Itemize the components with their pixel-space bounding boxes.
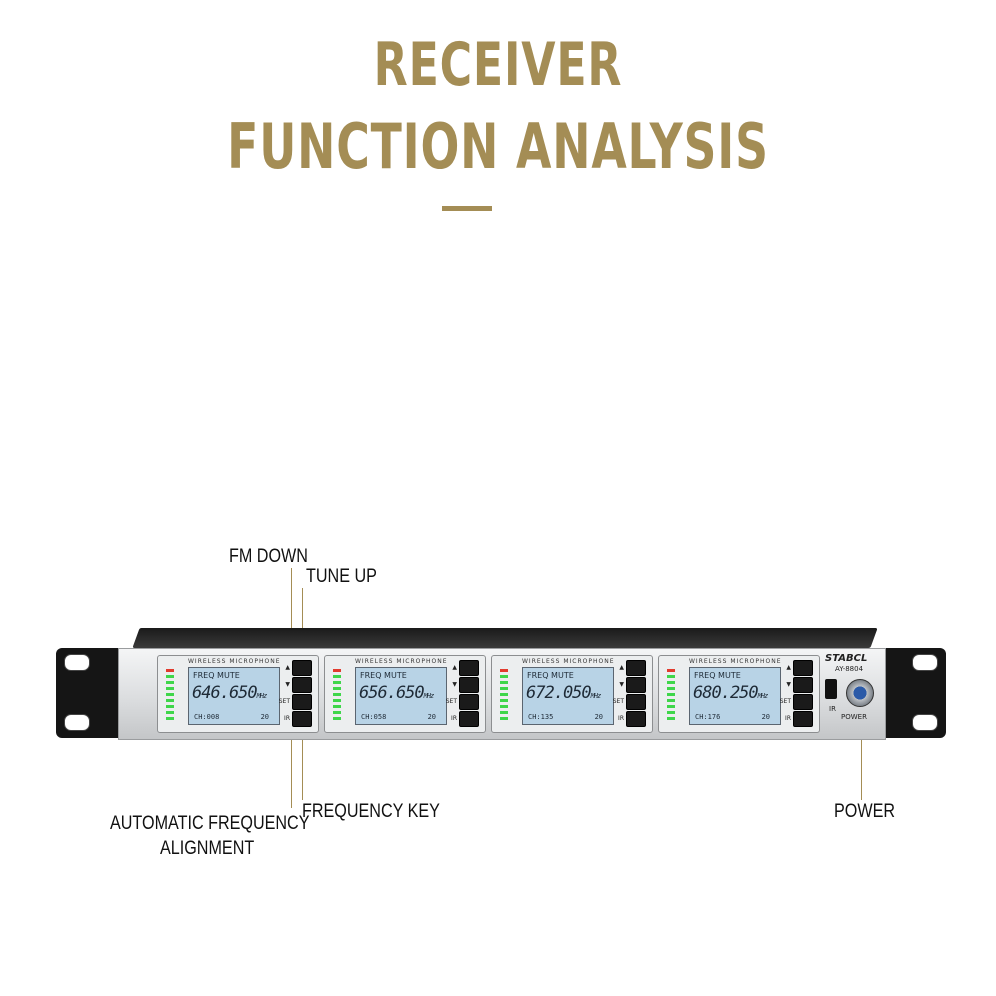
- lcd-status: FREQ MUTE: [360, 671, 407, 680]
- lcd-channel: CH:176: [695, 713, 721, 721]
- up-label: ▲: [619, 664, 624, 671]
- leader-frequency-key: [302, 722, 303, 800]
- lcd-status: FREQ MUTE: [694, 671, 741, 680]
- lcd-value: 20: [427, 713, 436, 721]
- lcd-display: FREQ MUTE 680.250MHz CH:176 20: [689, 667, 781, 725]
- brand-logo: STABCL: [825, 653, 868, 664]
- lcd-frequency: 680.250MHz: [693, 683, 768, 703]
- leader-auto-frequency: [291, 715, 292, 808]
- lcd-status: FREQ MUTE: [527, 671, 574, 680]
- top-cover: [132, 628, 878, 648]
- up-label: ▲: [786, 664, 791, 671]
- up-button[interactable]: [793, 660, 813, 676]
- receiver-unit: WIRELESS MICROPHONE FREQ MUTE 646.650MHz…: [56, 628, 946, 740]
- channel-header: WIRELESS MICROPHONE: [522, 658, 615, 665]
- signal-meter: [166, 669, 174, 721]
- lcd-display: FREQ MUTE 656.650MHz CH:058 20: [355, 667, 447, 725]
- callout-power: POWER: [834, 801, 896, 822]
- set-label: SET: [779, 698, 791, 705]
- mount-slot: [64, 714, 90, 731]
- up-label: ▲: [452, 664, 457, 671]
- ir-label: IR: [785, 715, 791, 722]
- lcd-frequency: 646.650MHz: [192, 683, 267, 703]
- ir-button[interactable]: [459, 711, 479, 727]
- signal-meter: [667, 669, 675, 721]
- ir-button[interactable]: [793, 711, 813, 727]
- callout-fm-down: FM DOWN: [229, 546, 308, 567]
- set-label: SET: [612, 698, 624, 705]
- lcd-channel: CH:008: [194, 713, 220, 721]
- down-button[interactable]: [459, 677, 479, 693]
- ir-label: IR: [284, 715, 290, 722]
- rack-ear-left: [56, 648, 126, 738]
- signal-meter: [500, 669, 508, 721]
- callout-tune-up: TUNE UP: [306, 566, 377, 587]
- down-button[interactable]: [626, 677, 646, 693]
- set-label: SET: [445, 698, 457, 705]
- ir-sensor-label: IR: [829, 705, 836, 713]
- set-label: SET: [278, 698, 290, 705]
- up-label: ▲: [285, 664, 290, 671]
- up-button[interactable]: [292, 660, 312, 676]
- set-button[interactable]: [292, 694, 312, 710]
- ir-label: IR: [618, 715, 624, 722]
- callout-auto-frequency-line1: AUTOMATIC FREQUENCY: [110, 813, 310, 834]
- set-button[interactable]: [626, 694, 646, 710]
- up-button[interactable]: [626, 660, 646, 676]
- rack-ear-right: [876, 648, 946, 738]
- ir-label: IR: [451, 715, 457, 722]
- signal-meter: [333, 669, 341, 721]
- lcd-value: 20: [594, 713, 603, 721]
- title-underline: [442, 206, 492, 211]
- power-button[interactable]: [846, 679, 874, 707]
- down-label: ▼: [786, 681, 791, 688]
- mount-slot: [912, 654, 938, 671]
- lcd-frequency: 672.050MHz: [526, 683, 601, 703]
- channel-1: WIRELESS MICROPHONE FREQ MUTE 646.650MHz…: [157, 655, 319, 733]
- leader-tune-up: [302, 588, 303, 658]
- title-line-2: FUNCTION ANALYSIS: [227, 110, 769, 183]
- down-button[interactable]: [793, 677, 813, 693]
- lcd-display: FREQ MUTE 646.650MHz CH:008 20: [188, 667, 280, 725]
- channel-3: WIRELESS MICROPHONE FREQ MUTE 672.050MHz…: [491, 655, 653, 733]
- channel-header: WIRELESS MICROPHONE: [689, 658, 782, 665]
- mount-slot: [64, 654, 90, 671]
- channel-2: WIRELESS MICROPHONE FREQ MUTE 656.650MHz…: [324, 655, 486, 733]
- channel-4: WIRELESS MICROPHONE FREQ MUTE 680.250MHz…: [658, 655, 820, 733]
- down-label: ▼: [452, 681, 457, 688]
- channel-header: WIRELESS MICROPHONE: [355, 658, 448, 665]
- ir-button[interactable]: [626, 711, 646, 727]
- lcd-value: 20: [761, 713, 770, 721]
- lcd-value: 20: [260, 713, 269, 721]
- lcd-channel: CH:058: [361, 713, 387, 721]
- front-panel: WIRELESS MICROPHONE FREQ MUTE 646.650MHz…: [118, 648, 886, 740]
- set-button[interactable]: [459, 694, 479, 710]
- up-button[interactable]: [459, 660, 479, 676]
- down-label: ▼: [285, 681, 290, 688]
- channel-header: WIRELESS MICROPHONE: [188, 658, 281, 665]
- lcd-display: FREQ MUTE 672.050MHz CH:135 20: [522, 667, 614, 725]
- ir-sensor: [825, 679, 837, 699]
- leader-power: [861, 722, 862, 800]
- mount-slot: [912, 714, 938, 731]
- down-button[interactable]: [292, 677, 312, 693]
- lcd-channel: CH:135: [528, 713, 554, 721]
- callout-frequency-key: FREQUENCY KEY: [302, 801, 440, 822]
- set-button[interactable]: [793, 694, 813, 710]
- lcd-status: FREQ MUTE: [193, 671, 240, 680]
- down-label: ▼: [619, 681, 624, 688]
- leader-fm-down: [291, 568, 292, 670]
- lcd-frequency: 656.650MHz: [359, 683, 434, 703]
- title-line-1: RECEIVER: [373, 30, 623, 100]
- ir-button[interactable]: [292, 711, 312, 727]
- model-number: AY-8804: [835, 665, 864, 673]
- callout-auto-frequency-line2: ALIGNMENT: [160, 838, 255, 859]
- power-label: POWER: [841, 713, 867, 721]
